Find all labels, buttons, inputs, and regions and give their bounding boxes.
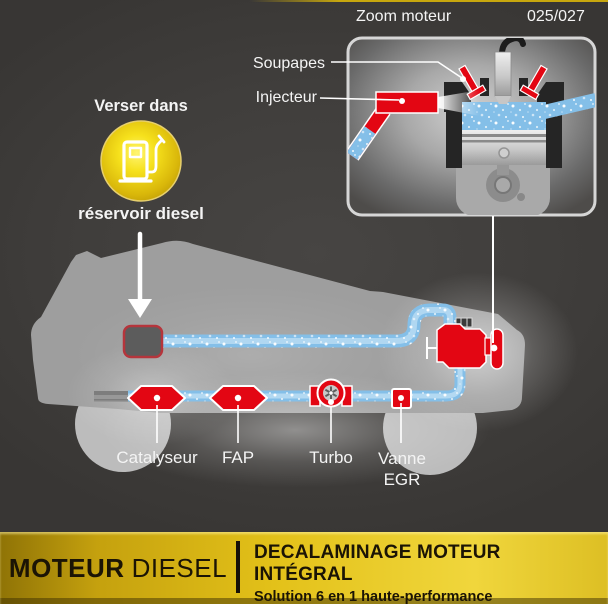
label-soupapes: Soupapes	[252, 55, 325, 72]
banner-divider	[236, 541, 240, 593]
banner-text-block: DECALAMINAGE MOTEUR INTÉGRAL Solution 6 …	[240, 532, 608, 604]
label-catalyseur: Catalyseur	[116, 448, 198, 467]
fuel-badge	[100, 120, 182, 202]
tailpipe	[94, 391, 132, 402]
injector-column	[494, 38, 526, 104]
inset-title: Zoom moteur	[356, 8, 452, 25]
pour-target: réservoir diesel	[78, 204, 204, 223]
banner-title: DECALAMINAGE MOTEUR INTÉGRAL	[254, 542, 501, 585]
leader-lines	[156, 61, 494, 443]
intake-pipe	[538, 93, 595, 120]
pour-title: Verser dans	[94, 97, 188, 115]
engine-block	[426, 317, 504, 370]
crankcase	[456, 150, 550, 215]
banner-subtitle-line1: Solution 6 en 1 haute-performance	[254, 589, 493, 604]
fuel-line-pipe	[160, 303, 457, 348]
label-vanne-line2: EGR	[383, 470, 421, 489]
brand-light: DIESEL	[131, 552, 228, 583]
piston	[462, 130, 546, 165]
injector-assembly	[348, 90, 480, 161]
exhaust-pipe	[128, 366, 466, 402]
label-turbo: Turbo	[309, 448, 353, 467]
page-counter: 025/027	[527, 8, 585, 25]
brand-block: MOTEUR DIESEL	[0, 532, 236, 604]
fuel-pump-icon	[118, 134, 166, 183]
engine-inset	[346, 36, 597, 217]
exhaust-valve	[519, 64, 548, 101]
turbo-shape	[309, 378, 353, 408]
down-arrow-icon	[128, 231, 152, 318]
label-fap: FAP	[221, 448, 255, 467]
banner-subtitle: Solution 6 en 1 haute-performance nettoy…	[254, 589, 602, 604]
product-banner: MOTEUR DIESEL DECALAMINAGE MOTEUR INTÉGR…	[0, 532, 608, 604]
label-injecteur: Injecteur	[255, 89, 317, 106]
brand-bold: MOTEUR	[8, 552, 125, 583]
fuel-tank	[122, 324, 164, 359]
leader-dots	[153, 76, 498, 405]
label-vanne-egr: Vanne EGR	[371, 448, 433, 490]
label-vanne-line1: Vanne	[378, 449, 426, 468]
top-gold-edge	[250, 0, 608, 2]
